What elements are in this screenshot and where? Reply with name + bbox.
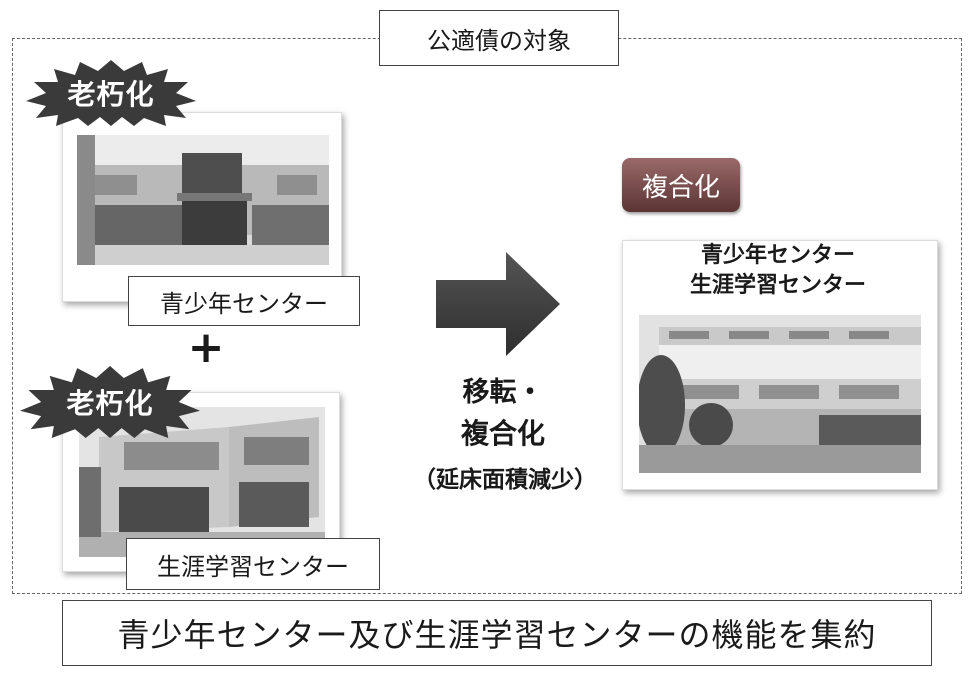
starburst-icon [20,366,200,438]
youth-center-photo-frame [62,112,342,302]
combined-facility-title-1: 青少年センター [700,243,855,268]
aging-label-bottom: 老朽化 [66,387,154,420]
plus-sign: + [187,322,225,373]
combined-facility-frame: 青少年センター 生涯学習センター [622,240,938,490]
summary-box: 青少年センター及び生涯学習センターの機能を集約 [62,600,932,666]
scope-title: 公適債の対象 [427,26,571,55]
summary-text: 青少年センター及び生涯学習センターの機能を集約 [117,616,877,654]
lifelong-center-caption: 生涯学習センター [157,552,349,581]
relocation-text-2: 複合化 [460,417,545,450]
lifelong-center-photo [79,407,325,557]
aging-burst-top: 老朽化 [26,60,196,126]
right-arrow-icon [436,252,560,356]
youth-center-caption: 青少年センター [160,289,328,318]
aging-label-top: 老朽化 [67,78,155,111]
youth-center-photo [77,135,329,265]
combined-facility-photo [639,315,921,473]
youth-center-caption-box: 青少年センター [128,276,360,326]
aging-burst-bottom: 老朽化 [20,366,200,438]
lifelong-center-caption-box: 生涯学習センター [126,538,380,590]
combined-facility-title-2: 生涯学習センター [689,273,866,298]
lifelong-center-photo-frame [62,392,340,572]
relocation-text-1: 移転・ [462,377,544,408]
starburst-icon [26,60,196,126]
combined-badge: 複合化 [622,158,740,212]
floor-area-reduction-text: （延床面積減少） [413,467,597,493]
scope-title-box: 公適債の対象 [379,10,619,66]
